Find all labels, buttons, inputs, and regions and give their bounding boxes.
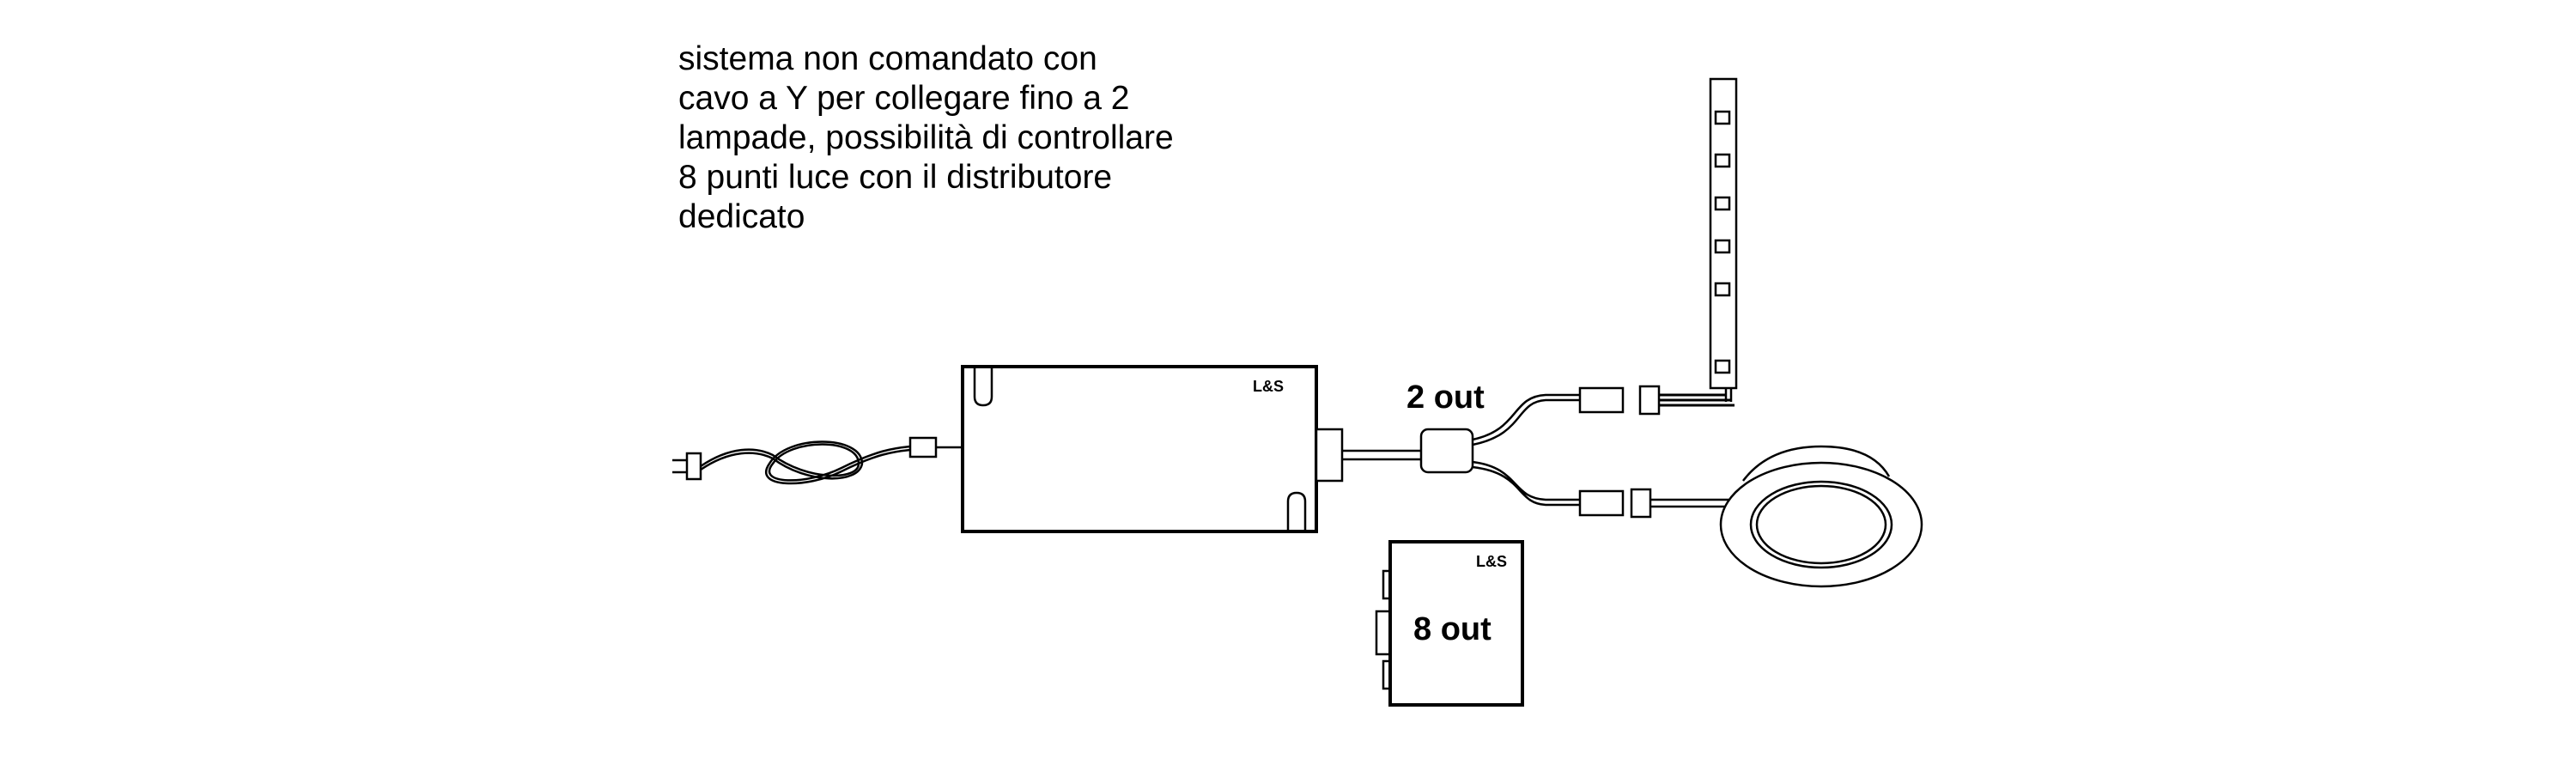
led-strip: [1709, 77, 1738, 402]
power-driver-box: [961, 365, 1344, 533]
power-plug-icon: [672, 436, 963, 485]
eight-out-label: 8 out: [1413, 611, 1492, 647]
connector-lower: [1578, 488, 1743, 519]
two-out-label: 2 out: [1406, 380, 1485, 416]
connector-upper: [1578, 385, 1735, 416]
description-text: sistema non comandato con cavo a Y per c…: [678, 40, 1174, 235]
puck-light: [1719, 445, 1923, 588]
distributor-logo: L&S: [1476, 553, 1507, 570]
y-splitter: [1419, 428, 1474, 474]
distributor-box: [1375, 540, 1524, 707]
driver-logo: L&S: [1253, 378, 1284, 395]
